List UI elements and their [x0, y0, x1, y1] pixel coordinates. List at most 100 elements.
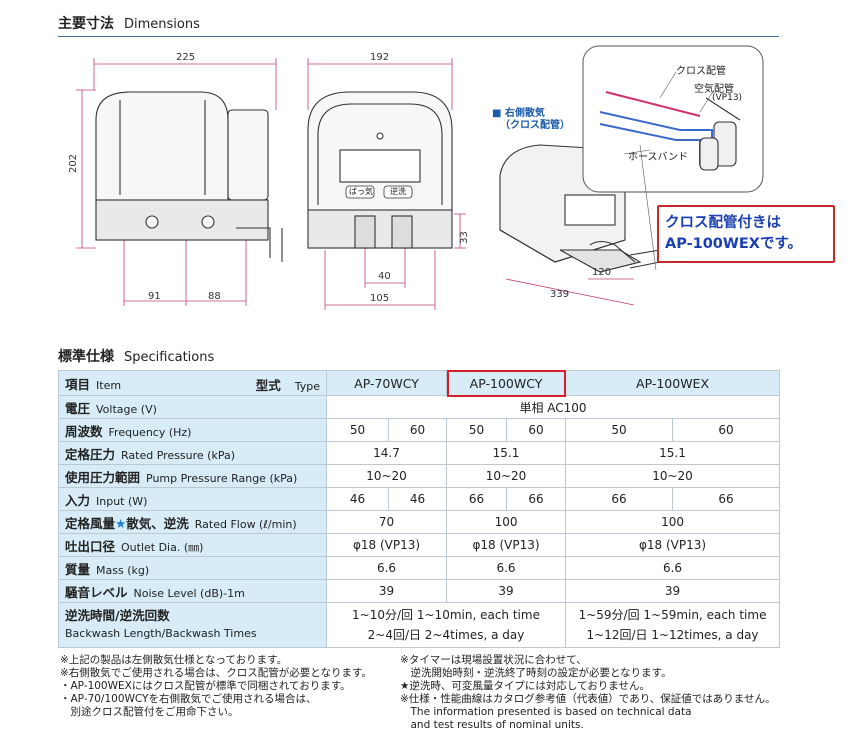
mass-value: 6.6 [565, 556, 781, 580]
air-pipe-sub-callout: (VP13) [712, 93, 743, 103]
specs-title-en: Specifications [124, 350, 215, 365]
pressure-label-en: Rated Pressure (kPa) [121, 448, 236, 462]
backwash-wcy-length: 1~10分/回 1~10min, each time [352, 608, 540, 622]
notes-left: ※上記の製品は左側散気仕様となっております。 ※右側散気でご使用される場合は、ク… [60, 654, 400, 719]
cross-pipe-note: クロス配管付きは AP-100WEXです。 [657, 205, 835, 263]
pressure-label: 定格圧力 [65, 446, 116, 462]
backwash-wex-length: 1~59分/回 1~59min, each time [578, 608, 767, 622]
note-item: ※タイマーは現場設置状況に合わせて、 [400, 654, 587, 666]
input-value: 66 [565, 487, 674, 511]
dim-33: 33 [458, 231, 470, 244]
flow-label-sub: 散気、逆洗 [126, 515, 189, 531]
dim-91: 91 [148, 291, 161, 302]
mass-value: 6.6 [446, 556, 567, 580]
right-diffuser-sub: （クロス配管） [500, 120, 570, 131]
range-label: 使用圧力範囲 [65, 469, 141, 485]
front-label-backwash: 逆洗 [390, 187, 406, 196]
dim-225: 225 [176, 52, 196, 63]
note-item: ★逆洗時、可変風量タイプには対応しておりません。 [400, 680, 650, 692]
range-label-en: Pump Pressure Range (kPa) [146, 471, 298, 485]
noise-value: 39 [446, 579, 567, 603]
outlet-value: φ18 (VP13) [565, 533, 781, 557]
dimensions-title-en: Dimensions [124, 17, 200, 32]
star-icon: ★ [115, 515, 127, 531]
dim-120: 120 [592, 267, 612, 278]
table-row: 質量 Mass (kg) 6.6 6.6 6.6 [58, 556, 781, 580]
input-label-en: Input (W) [96, 494, 148, 508]
range-value: 10~20 [325, 464, 448, 488]
voltage-value: 単相 AC100 [325, 395, 781, 419]
backwash-wex: 1~59分/回 1~59min, each time 1~12回/日 1~12t… [565, 602, 781, 648]
note-item: The information presented is based on te… [400, 706, 692, 718]
range-value: 10~20 [446, 464, 567, 488]
header-item-jp: 項目 [65, 376, 91, 392]
flow-label: 定格風量 [65, 515, 116, 531]
flow-value: 70 [325, 510, 448, 534]
cross-pipe-note-line1: クロス配管付きは [665, 215, 781, 231]
model-ap100wcy: AP-100WCY [446, 370, 567, 396]
table-row: 使用圧力範囲 Pump Pressure Range (kPa) 10~20 10… [58, 464, 781, 488]
header-item-en: Item [96, 378, 122, 392]
frequency-label: 周波数 [65, 423, 103, 439]
piping-inset [582, 45, 764, 193]
dim-339: 339 [550, 289, 570, 300]
input-value: 46 [387, 487, 448, 511]
dim-88: 88 [208, 291, 221, 302]
note-item: 別途クロス配管付をご用命下さい。 [60, 706, 239, 718]
outlet-label: 吐出口径 [65, 538, 116, 554]
note-item: ※上記の製品は左側散気仕様となっております。 [60, 654, 288, 666]
noise-value: 39 [565, 579, 781, 603]
backwash-wex-times: 1~12回/日 1~12times, a day [586, 628, 759, 642]
backwash-label-en: Backwash Length/Backwash Times [65, 627, 257, 640]
dimension-drawings [76, 45, 764, 310]
header-model-en: Type [294, 380, 320, 393]
frequency-label-en: Frequency (Hz) [108, 425, 192, 439]
dim-202: 202 [68, 153, 80, 174]
noise-label-en: Noise Level (dB)-1m [133, 586, 245, 600]
dim-192: 192 [370, 52, 390, 63]
piping-detail [599, 91, 741, 171]
input-value: 66 [506, 487, 567, 511]
frequency-value: 50 [565, 418, 674, 442]
frequency-value: 50 [326, 418, 389, 442]
outlet-label-en: Outlet Dia. (㎜) [121, 540, 204, 554]
voltage-label: 電圧 [65, 400, 91, 416]
note-item: ・AP-100WEXにはクロス配管が標準で同梱されております。 [60, 680, 351, 692]
backwash-label: 逆洗時間/逆洗回数 [65, 608, 170, 623]
right-diffuser-label: ■ 右側散気 （クロス配管） [492, 108, 570, 132]
dimensions-divider [58, 36, 779, 37]
front-label-aeration: ばっ気 [349, 187, 373, 196]
air-pipe-callout: 空気配管 [694, 84, 734, 95]
frequency-value: 50 [446, 418, 508, 442]
front-view-pump [307, 91, 453, 249]
backwash-wcy-times: 2~4回/日 2~4times, a day [367, 628, 525, 642]
model-ap70wcy: AP-70WCY [325, 370, 448, 396]
mass-label-en: Mass (kg) [96, 563, 150, 577]
pressure-value: 14.7 [325, 441, 448, 465]
noise-label: 騒音レベル [65, 584, 128, 600]
note-item: ※仕様・性能曲線はカタログ参考値（代表値）であり、保証値ではありません。 [400, 693, 776, 705]
input-label: 入力 [65, 492, 91, 508]
input-value: 66 [446, 487, 508, 511]
ap100wcy-highlight [447, 370, 566, 397]
flow-label-en: Rated Flow (ℓ/min) [194, 517, 297, 531]
dim-105: 105 [370, 293, 390, 304]
dimension-lines [76, 58, 635, 310]
mass-label: 質量 [65, 561, 91, 577]
specs-title-jp: 標準仕様 [58, 349, 114, 365]
note-item: 逆洗開始時刻・逆洗終了時刻の設定が必要となります。 [400, 667, 672, 679]
pressure-value: 15.1 [565, 441, 781, 465]
mass-value: 6.6 [325, 556, 448, 580]
notes-right: ※タイマーは現場設置状況に合わせて、 逆洗開始時刻・逆洗終了時刻の設定が必要とな… [400, 654, 840, 732]
input-value: 46 [326, 487, 389, 511]
